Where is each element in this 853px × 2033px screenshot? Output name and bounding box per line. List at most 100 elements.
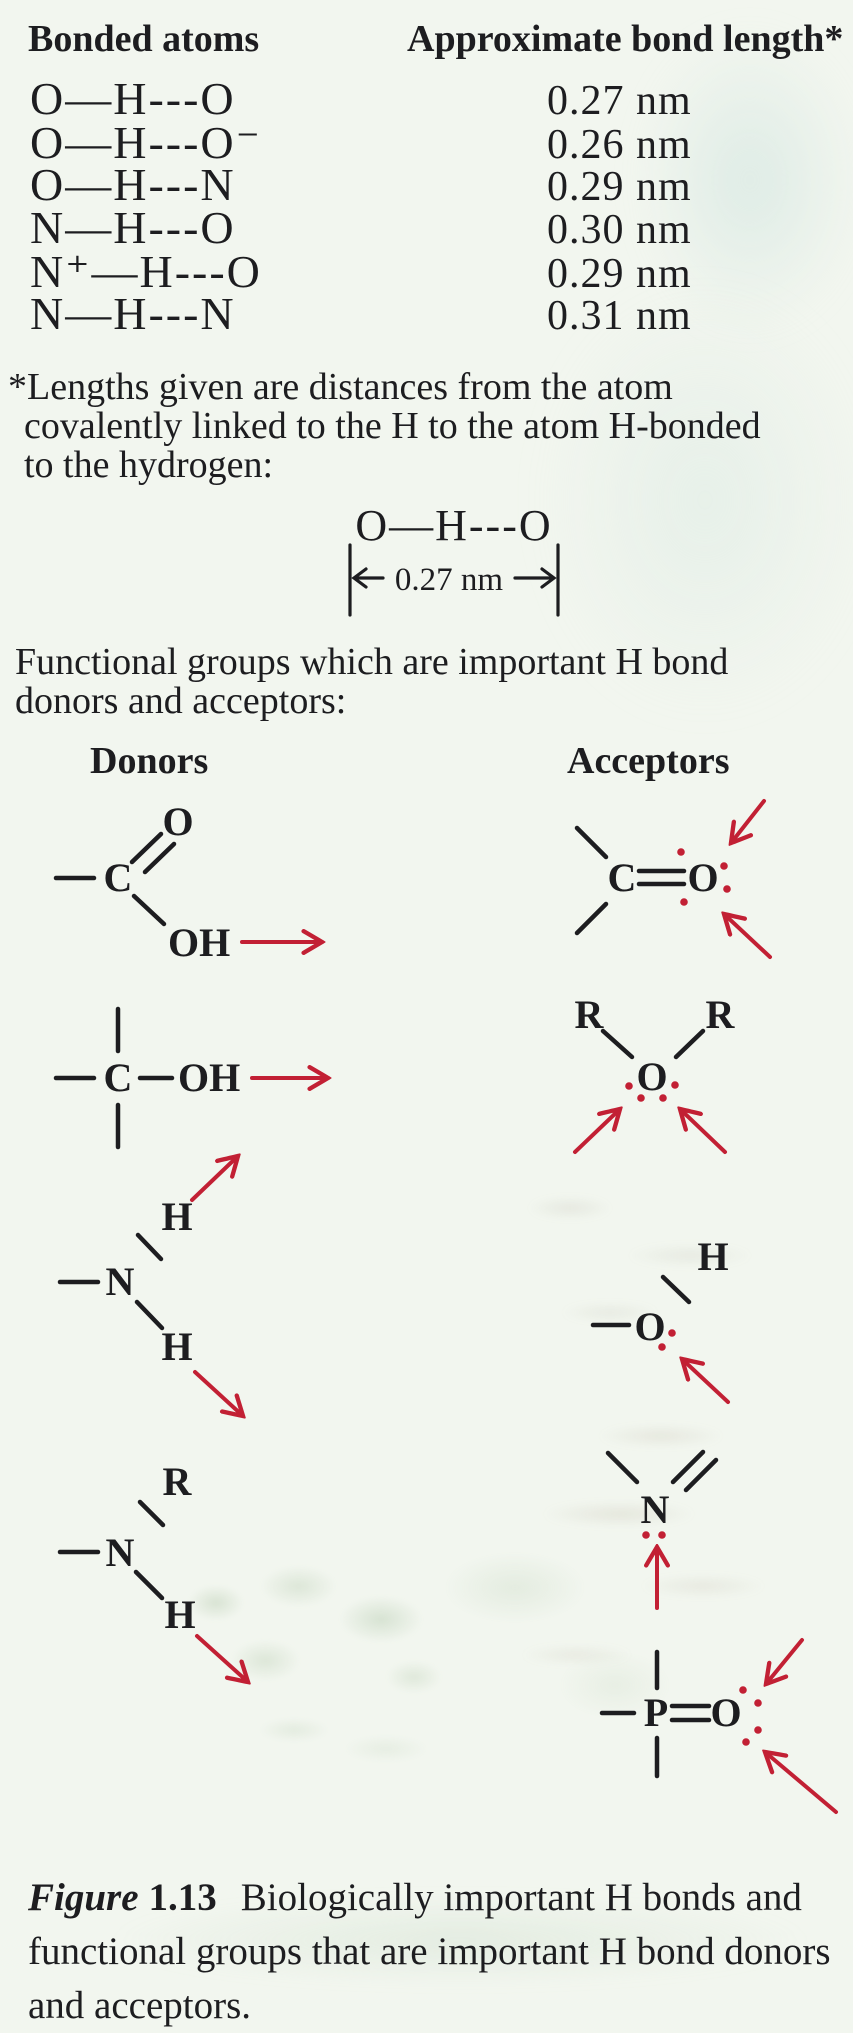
measurement-diagram: O—H---O 0.27 nm: [335, 495, 575, 630]
table-header-bonded-atoms: Bonded atoms: [28, 18, 260, 60]
lone-pair-dot: [742, 1738, 750, 1746]
bond-length: 0.31 nm: [547, 293, 692, 339]
bond-length: 0.29 nm: [547, 251, 692, 297]
atom-label-h: H: [161, 1324, 192, 1369]
lone-pair-dot: [739, 1686, 747, 1694]
double-bond: [670, 1449, 706, 1485]
table-row: N—H---O 0.30 nm: [30, 201, 692, 254]
acceptor-imine-structure: N: [540, 1440, 853, 1625]
atom-label-o: O: [634, 1304, 665, 1349]
lone-pair-dot: [680, 898, 688, 906]
lone-pair-dot: [637, 1094, 645, 1102]
donor-arrow-icon: [193, 1370, 243, 1416]
atom-label-c: C: [104, 1055, 133, 1100]
lone-pair-dot: [658, 1531, 666, 1539]
lone-pair-dot: [754, 1726, 762, 1734]
acceptor-arrow-icon: [731, 799, 766, 843]
bond-length: 0.30 nm: [547, 207, 692, 253]
lone-pair-dot: [677, 848, 685, 856]
bond-formula: O—H---O⁻: [30, 117, 262, 168]
right-arrowhead-icon: [540, 567, 557, 589]
atom-label-c: C: [608, 855, 637, 900]
atom-label-o: O: [687, 855, 718, 900]
bond-length: 0.29 nm: [547, 164, 692, 210]
bond-stub: [574, 901, 609, 936]
textbook-page: { "colors": {"ink": "#1d1d20", "arrow_re…: [8, 18, 853, 2027]
intro-line-1: Functional groups which are important H …: [15, 641, 729, 683]
atom-label-r: R: [575, 992, 605, 1037]
table-header-bond-length: Approximate bond length*: [407, 18, 844, 60]
green-stain: [225, 1700, 455, 1775]
single-bond: [131, 893, 167, 927]
atom-label-o: O: [710, 1690, 741, 1735]
single-bond: [137, 1499, 166, 1528]
atom-label-r: R: [163, 1459, 193, 1504]
lone-pair-dot: [723, 885, 731, 893]
lone-pair-dot: [659, 1094, 667, 1102]
bond-stub: [574, 825, 609, 860]
intro-line-2: donors and acceptors:: [15, 680, 347, 722]
bond-length: 0.26 nm: [547, 122, 692, 168]
atom-label-h: H: [161, 1194, 192, 1239]
lone-pair-dot: [642, 1531, 650, 1539]
bond-formula: O—H---N: [30, 159, 236, 210]
single-bond: [134, 1299, 165, 1331]
donor-primary-amine-structure: H N H: [40, 1140, 360, 1435]
table-row: O—H---O 0.27 nm: [30, 72, 692, 125]
atom-label-o: O: [162, 799, 193, 844]
single-bond: [133, 1569, 165, 1601]
acceptor-ether-structure: R R O: [540, 985, 853, 1175]
footnote-line-3: to the hydrogen:: [24, 444, 274, 486]
lone-pair-dot: [671, 1081, 679, 1089]
bond-formula: N⁺—H---O: [30, 246, 262, 297]
single-bond: [600, 1028, 635, 1060]
atom-label-oh: OH: [178, 1055, 240, 1100]
footnote-line-1: *Lengths given are distances from the at…: [8, 366, 673, 408]
donor-arrow-icon: [190, 1156, 238, 1202]
caption-figure-word: Figure: [28, 1876, 139, 1919]
lone-pair-dot: [720, 862, 728, 870]
donor-secondary-amine-structure: R N H: [40, 1440, 360, 1700]
donor-hydroxyl-structure: C OH: [40, 1005, 360, 1155]
left-arrowhead-icon: [351, 567, 368, 589]
double-bond: [683, 1457, 719, 1493]
bond-formula: N—H---O: [30, 202, 236, 253]
acceptor-arrow-icon: [680, 1109, 727, 1154]
table-row: O—H---O⁻ 0.26 nm: [30, 115, 692, 169]
atom-label-p: P: [644, 1690, 668, 1735]
atom-label-n: N: [106, 1530, 135, 1575]
atom-label-r: R: [706, 992, 736, 1037]
atom-label-oh: OH: [168, 920, 230, 965]
footnote-line-2: covalently linked to the H to the atom H…: [24, 405, 761, 447]
acceptor-arrow-icon: [765, 1752, 838, 1814]
acceptors-header: Acceptors: [567, 740, 730, 782]
table-row: N—H---N 0.31 nm: [30, 287, 692, 340]
atom-label-o: O: [636, 1054, 667, 1099]
single-bond: [660, 1274, 692, 1305]
donor-carboxyl-structure: O C OH: [40, 790, 360, 980]
acceptor-arrow-icon: [724, 914, 772, 959]
single-bond: [135, 1232, 164, 1262]
lone-pair-dot: [668, 1329, 676, 1337]
bond-stub: [605, 1450, 640, 1485]
bond-formula: O—H---O: [30, 73, 236, 124]
double-bond: [129, 831, 164, 865]
donor-arrow-icon: [195, 1634, 248, 1682]
bond-formula: N—H---N: [30, 288, 236, 339]
acceptor-arrow-icon: [573, 1109, 620, 1154]
table-row: N⁺—H---O 0.29 nm: [30, 244, 692, 298]
atom-label-n: N: [641, 1487, 670, 1532]
atom-label-n: N: [106, 1259, 135, 1304]
atom-label-c: C: [104, 855, 133, 900]
donors-header: Donors: [90, 740, 209, 782]
lone-pair-dot: [625, 1082, 633, 1090]
table-row: O—H---N 0.29 nm: [30, 158, 692, 211]
caption-figure-number: 1.13: [148, 1876, 217, 1919]
atom-label-h: H: [164, 1592, 195, 1637]
lone-pair-dot: [658, 1343, 666, 1351]
lone-pair-dot: [754, 1699, 762, 1707]
acceptor-carbonyl-structure: C O: [540, 795, 853, 985]
double-bond: [142, 841, 177, 875]
single-bond: [673, 1028, 706, 1060]
